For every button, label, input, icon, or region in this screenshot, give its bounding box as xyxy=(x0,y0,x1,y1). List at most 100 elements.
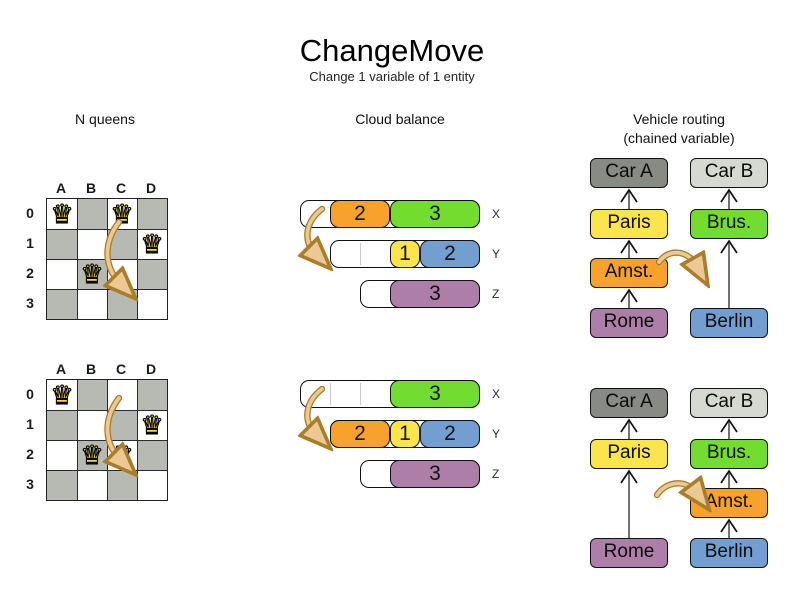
board-cell xyxy=(107,410,137,440)
chevron-up-icon xyxy=(720,239,738,254)
vehicle-box: Paris xyxy=(590,439,668,469)
page-subtitle: Change 1 variable of 1 entity xyxy=(309,69,475,84)
board-cell xyxy=(107,259,137,289)
board-col-label: B xyxy=(85,180,97,196)
board-cell xyxy=(137,229,167,259)
board-cell xyxy=(47,289,77,319)
queen-icon: ♛ xyxy=(50,379,74,410)
capacity-divider xyxy=(359,243,361,265)
board-cell xyxy=(77,229,107,259)
nqueens-board: ♛♛♛♛ xyxy=(46,379,168,501)
board-cell xyxy=(77,440,107,470)
vehicle-box: Car A xyxy=(590,158,668,188)
chevron-up-icon xyxy=(620,469,638,484)
board-cell xyxy=(47,259,77,289)
vehicle-box: Berlin xyxy=(690,538,768,568)
process-block: 1 xyxy=(390,420,420,448)
process-block: 2 xyxy=(330,200,390,228)
chain-arrow xyxy=(620,469,638,538)
vehicle-box: Amst. xyxy=(590,258,668,288)
queen-icon: ♛ xyxy=(50,198,74,229)
board-row-label: 0 xyxy=(26,386,34,402)
page-title: ChangeMove xyxy=(299,33,485,68)
chain-arrow xyxy=(620,418,638,439)
board-gridline xyxy=(137,380,138,500)
chain-arrow xyxy=(620,288,638,308)
chain-arrow xyxy=(720,418,738,439)
chevron-up-icon xyxy=(620,188,638,203)
board-cell xyxy=(137,380,167,410)
board-cell xyxy=(77,410,107,440)
vehicle-routing-header-line2: (chained variable) xyxy=(623,130,735,146)
board-cell xyxy=(77,259,107,289)
board-cell xyxy=(77,470,107,500)
board-cell xyxy=(137,289,167,319)
computer-label: X xyxy=(492,207,501,221)
chevron-up-icon xyxy=(720,518,738,533)
queen-icon: ♛ xyxy=(80,258,104,289)
computer-label: Y xyxy=(492,247,501,261)
board-row-label: 2 xyxy=(26,265,34,281)
chevron-up-icon xyxy=(620,418,638,433)
board-cell xyxy=(107,289,137,319)
board-cell xyxy=(47,410,77,440)
board-col-label: C xyxy=(115,361,127,377)
queen-icon: ♛ xyxy=(80,439,104,470)
queen-icon: ♛ xyxy=(140,409,164,440)
chain-arrow xyxy=(720,188,738,209)
board-cell xyxy=(47,199,77,229)
vehicle-box: Car A xyxy=(590,388,668,418)
vehicle-box: Brus. xyxy=(690,209,768,239)
process-block: 3 xyxy=(390,460,480,488)
vehicle-box: Rome xyxy=(590,538,668,568)
board-cell xyxy=(137,410,167,440)
chevron-up-icon xyxy=(720,418,738,433)
nqueens-board: ♛♛♛♛ xyxy=(46,198,168,320)
board-col-label: C xyxy=(115,180,127,196)
chevron-up-icon xyxy=(720,469,738,484)
board-cell xyxy=(47,380,77,410)
board-col-label: D xyxy=(145,361,157,377)
chain-arrow xyxy=(720,469,738,488)
board-cell xyxy=(47,229,77,259)
process-block: 1 xyxy=(390,240,420,268)
vehicle-box: Car B xyxy=(690,388,768,418)
board-cell xyxy=(137,440,167,470)
board-cell xyxy=(47,440,77,470)
chain-arrow xyxy=(720,518,738,538)
chain-arrow xyxy=(620,239,638,258)
board-col-label: A xyxy=(55,361,67,377)
chain-arrow xyxy=(620,188,638,209)
board-row-label: 3 xyxy=(26,476,34,492)
chevron-up-icon xyxy=(620,288,638,303)
chevron-up-icon xyxy=(720,188,738,203)
vehicle-box: Rome xyxy=(590,308,668,338)
section-header-cloud-balance: Cloud balance xyxy=(355,111,445,127)
board-cell xyxy=(77,380,107,410)
board-row-label: 3 xyxy=(26,295,34,311)
board-col-label: A xyxy=(55,180,67,196)
board-cell xyxy=(107,229,137,259)
chevron-up-icon xyxy=(620,239,638,254)
vehicle-box: Car B xyxy=(690,158,768,188)
computer-label: Z xyxy=(492,287,500,301)
board-row-label: 2 xyxy=(26,446,34,462)
queen-icon: ♛ xyxy=(140,228,164,259)
vehicle-box: Paris xyxy=(590,209,668,239)
computer-label: Z xyxy=(492,467,500,481)
chain-arrow xyxy=(720,239,738,308)
process-block: 2 xyxy=(420,240,480,268)
queen-icon: ♛ xyxy=(110,198,134,229)
board-row-label: 0 xyxy=(26,205,34,221)
board-col-label: D xyxy=(145,180,157,196)
capacity-divider xyxy=(329,383,331,405)
board-col-label: B xyxy=(85,361,97,377)
board-gridline xyxy=(47,289,167,290)
process-block: 2 xyxy=(420,420,480,448)
board-gridline xyxy=(47,470,167,471)
computer-label: Y xyxy=(492,427,501,441)
board-row-label: 1 xyxy=(26,235,34,251)
board-cell xyxy=(107,470,137,500)
